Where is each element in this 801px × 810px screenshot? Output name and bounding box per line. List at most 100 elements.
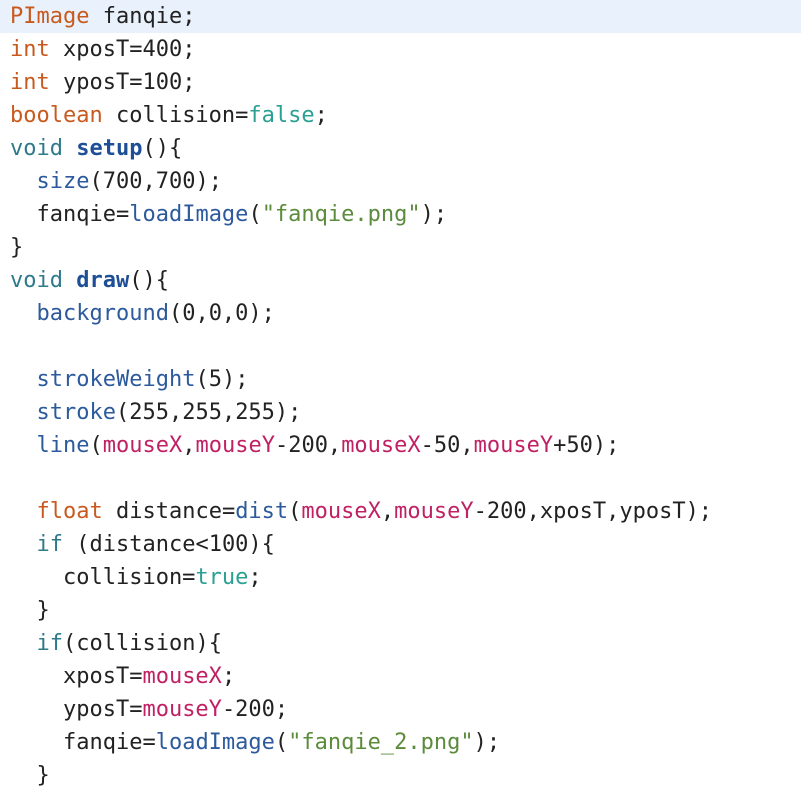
code-token: xposT= — [10, 664, 143, 689]
code-token: (5); — [195, 367, 249, 392]
code-line[interactable]: collision=true; — [0, 561, 801, 594]
code-line[interactable]: yposT=mouseY-200; — [0, 693, 801, 726]
code-token: line — [36, 433, 90, 458]
code-token — [10, 301, 37, 326]
code-line[interactable]: size(700,700); — [0, 165, 801, 198]
code-line[interactable]: if(collision){ — [0, 627, 801, 660]
code-token: collision= — [10, 565, 196, 590]
code-token: fanqie= — [10, 730, 156, 755]
code-token: mouseY — [473, 433, 554, 458]
code-token — [10, 400, 37, 425]
code-token: ; — [314, 103, 328, 128]
code-token: (collision){ — [63, 631, 222, 656]
code-token: ( — [248, 202, 262, 227]
code-token: boolean — [10, 103, 103, 128]
code-token: xposT=400; — [49, 37, 196, 62]
code-token: ); — [473, 730, 501, 755]
code-line[interactable]: void setup(){ — [0, 132, 801, 165]
code-token: ( — [288, 499, 302, 524]
code-token: distance= — [102, 499, 236, 524]
code-line[interactable]: background(0,0,0); — [0, 297, 801, 330]
code-token: , — [182, 433, 196, 458]
code-token: (distance<100){ — [63, 532, 275, 557]
code-token: -200,xposT,yposT); — [473, 499, 713, 524]
code-token: void — [10, 136, 63, 161]
code-line[interactable]: } — [0, 231, 801, 264]
code-token: true — [195, 565, 249, 590]
code-token: mouseX — [301, 499, 381, 524]
code-token: fanqie= — [10, 202, 130, 227]
code-token: mouseX — [142, 664, 222, 689]
code-token — [10, 499, 37, 524]
code-line[interactable]: PImage fanqie; — [0, 0, 801, 33]
code-token: (0,0,0); — [168, 301, 275, 326]
code-token: (700,700); — [89, 169, 222, 194]
code-token: , — [380, 499, 395, 524]
code-token: int — [10, 37, 50, 62]
code-token: false — [248, 103, 315, 128]
code-line[interactable]: int xposT=400; — [0, 33, 801, 66]
code-token: yposT= — [10, 697, 143, 722]
code-token: mouseY — [195, 433, 275, 458]
code-token — [10, 433, 37, 458]
code-token: dist — [235, 499, 289, 524]
code-token: -200; — [221, 697, 289, 722]
code-token: ( — [274, 730, 289, 755]
code-token: +50); — [553, 433, 620, 458]
code-token: background — [36, 301, 169, 326]
code-line[interactable] — [0, 330, 801, 363]
code-line[interactable]: } — [0, 759, 801, 792]
code-token: -50, — [420, 433, 474, 458]
code-token: mouseX — [341, 433, 421, 458]
code-line[interactable]: stroke(255,255,255); — [0, 396, 801, 429]
code-token: draw — [76, 268, 130, 293]
code-line[interactable]: xposT=mouseX; — [0, 660, 801, 693]
code-line[interactable]: float distance=dist(mouseX,mouseY-200,xp… — [0, 495, 801, 528]
code-token: loadImage — [155, 730, 275, 755]
code-token — [63, 136, 76, 161]
code-token: ( — [89, 433, 103, 458]
code-token: } — [10, 235, 24, 260]
code-token: loadImage — [129, 202, 249, 227]
code-line[interactable]: line(mouseX,mouseY-200,mouseX-50,mouseY+… — [0, 429, 801, 462]
code-line[interactable] — [0, 462, 801, 495]
code-token: size — [36, 169, 90, 194]
code-token: int — [10, 70, 50, 95]
code-token: float — [36, 499, 103, 524]
code-token: -200, — [274, 433, 342, 458]
code-line[interactable]: fanqie=loadImage("fanqie_2.png"); — [0, 726, 801, 759]
code-token: if — [36, 532, 64, 557]
code-token: mouseY — [142, 697, 222, 722]
code-token: fanqie; — [89, 4, 196, 29]
code-token: if — [36, 631, 64, 656]
code-token: } — [10, 763, 50, 788]
code-token — [63, 268, 76, 293]
code-token: "fanqie.png" — [261, 202, 421, 227]
code-line[interactable]: fanqie=loadImage("fanqie.png"); — [0, 198, 801, 231]
code-token: (){ — [129, 268, 169, 293]
code-token: "fanqie_2.png" — [288, 730, 474, 755]
code-line[interactable]: if (distance<100){ — [0, 528, 801, 561]
code-token: stroke — [36, 400, 116, 425]
code-token: ; — [248, 565, 262, 590]
code-line[interactable]: boolean collision=false; — [0, 99, 801, 132]
code-token: PImage — [10, 4, 90, 29]
code-token: yposT=100; — [49, 70, 196, 95]
code-token: strokeWeight — [36, 367, 196, 392]
code-token: mouseX — [102, 433, 183, 458]
code-line[interactable]: } — [0, 594, 801, 627]
code-line[interactable]: int yposT=100; — [0, 66, 801, 99]
code-token: ; — [221, 664, 236, 689]
code-token: } — [10, 598, 50, 623]
code-token: (255,255,255); — [115, 400, 302, 425]
code-token: (){ — [142, 136, 183, 161]
code-token: ); — [420, 202, 448, 227]
code-line[interactable]: void draw(){ — [0, 264, 801, 297]
code-token: setup — [76, 136, 143, 161]
code-token — [10, 169, 37, 194]
code-token: collision= — [102, 103, 249, 128]
code-token: mouseY — [394, 499, 474, 524]
code-line[interactable]: strokeWeight(5); — [0, 363, 801, 396]
code-token: void — [10, 268, 63, 293]
